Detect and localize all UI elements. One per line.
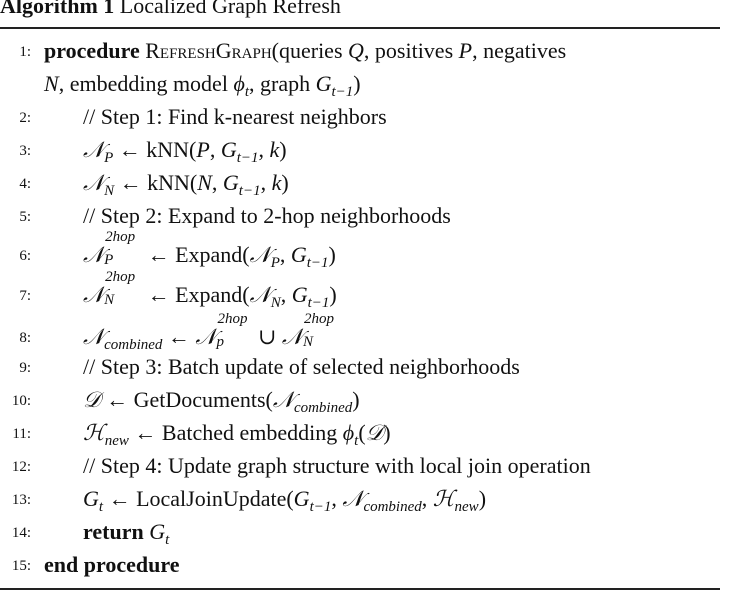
algorithm-line-4: 4: 𝒩N ← kNN(N, Gt−1, k) <box>0 166 729 199</box>
procedure-name: RefreshGraph <box>145 38 272 63</box>
statement: Gt ← LocalJoinUpdate(Gt−1, 𝒩combined, ℋn… <box>83 486 487 515</box>
statement: ℋnew ← Batched embedding ϕt(𝒟) <box>83 420 391 449</box>
algorithm-title: Localized Graph Refresh <box>119 0 341 18</box>
line-number: 10: <box>11 393 31 409</box>
algorithm-line-13: 13: Gt ← LocalJoinUpdate(Gt−1, 𝒩combined… <box>0 482 729 515</box>
line-number: 3: <box>19 143 31 159</box>
line-number: 13: <box>11 492 31 508</box>
algorithm-caption: Algorithm 1 Localized Graph Refresh <box>0 0 341 21</box>
algorithm-label: Algorithm 1 <box>0 0 115 18</box>
comment: // Step 3: Batch update of selected neig… <box>83 354 520 379</box>
procedure-keyword: procedure <box>44 38 140 63</box>
line-number: 7: <box>19 288 31 304</box>
algorithm-line-10: 10: 𝒟 ← GetDocuments(𝒩combined) <box>0 383 729 416</box>
statement: 𝒩N ← kNN(N, Gt−1, k) <box>83 170 289 199</box>
algorithm-line-9: 9: // Step 3: Batch update of selected n… <box>0 350 729 383</box>
algorithm-line-1: 1: procedure RefreshGraph(queries Q, pos… <box>0 34 729 67</box>
line-number: 1: <box>19 44 31 60</box>
algorithm-line-1-continued: N, embedding model ϕt, graph Gt−1) <box>0 67 729 100</box>
line-number: 11: <box>12 426 31 442</box>
line-number: 9: <box>19 360 31 376</box>
statement: 𝒟 ← GetDocuments(𝒩combined) <box>83 387 360 416</box>
algorithm-line-3: 3: 𝒩P ← kNN(P, Gt−1, k) <box>0 133 729 166</box>
line-number: 6: <box>19 248 31 264</box>
procedure-signature: procedure RefreshGraph(queries Q, positi… <box>44 38 567 63</box>
algorithm-line-15: 15: end procedure <box>0 548 729 581</box>
statement: 𝒩P ← kNN(P, Gt−1, k) <box>83 137 287 166</box>
line-number: 14: <box>11 525 31 541</box>
algorithm-line-12: 12: // Step 4: Update graph structure wi… <box>0 449 729 482</box>
line-number: 8: <box>19 330 31 346</box>
algorithm-line-11: 11: ℋnew ← Batched embedding ϕt(𝒟) <box>0 416 729 449</box>
comment: // Step 4: Update graph structure with l… <box>83 453 591 478</box>
procedure-signature-continued: N, embedding model ϕt, graph Gt−1) <box>44 71 361 100</box>
line-number: 4: <box>19 176 31 192</box>
algorithm-line-2: 2: // Step 1: Find k-nearest neighbors <box>0 100 729 133</box>
statement: return Gt <box>83 519 170 548</box>
top-rule <box>0 27 720 29</box>
comment: // Step 2: Expand to 2-hop neighborhoods <box>83 203 451 228</box>
return-keyword: return <box>83 519 144 544</box>
end-procedure-keyword: end procedure <box>44 552 180 577</box>
algorithm-line-5: 5: // Step 2: Expand to 2-hop neighborho… <box>0 199 729 232</box>
line-number: 2: <box>19 110 31 126</box>
line-number: 5: <box>19 209 31 225</box>
line-number: 12: <box>11 459 31 475</box>
bottom-rule <box>0 588 720 590</box>
comment: // Step 1: Find k-nearest neighbors <box>83 104 387 129</box>
algorithm-line-14: 14: return Gt <box>0 515 729 548</box>
line-number: 15: <box>11 558 31 574</box>
